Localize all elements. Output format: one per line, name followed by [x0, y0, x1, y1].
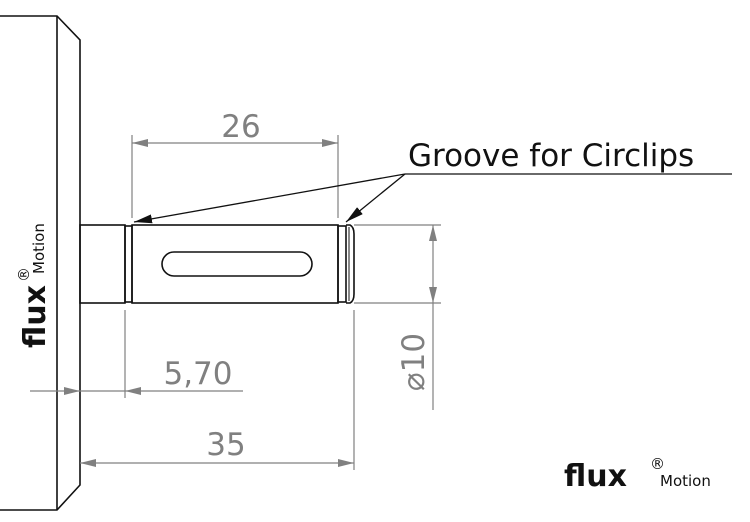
svg-text:®: ® [650, 455, 665, 473]
dimension-label-total: 35 [206, 427, 245, 463]
shaft-end [346, 224, 355, 304]
shaft [79, 224, 355, 304]
svg-text:flux: flux [18, 285, 53, 348]
dimension-diameter [353, 224, 441, 470]
key-slot [161, 251, 313, 277]
logo-vertical: flux ® Motion [15, 223, 53, 348]
svg-text:Motion: Motion [660, 472, 711, 490]
dimension-label-offset: 5,70 [163, 356, 232, 392]
groove-left [124, 225, 133, 303]
svg-text:Motion: Motion [30, 223, 48, 274]
callout-leaders [133, 173, 732, 224]
groove-right [337, 225, 347, 303]
svg-text:flux: flux [564, 459, 627, 494]
dimension-offset [30, 310, 243, 398]
dimension-label-26: 26 [221, 109, 260, 145]
dimension-slot-length [131, 135, 339, 218]
dimension-label-diameter: ⌀10 [396, 333, 432, 391]
logo-corner: flux ® Motion [564, 455, 711, 494]
callout-text: Groove for Circlips [408, 138, 694, 174]
svg-text:®: ® [15, 267, 33, 282]
